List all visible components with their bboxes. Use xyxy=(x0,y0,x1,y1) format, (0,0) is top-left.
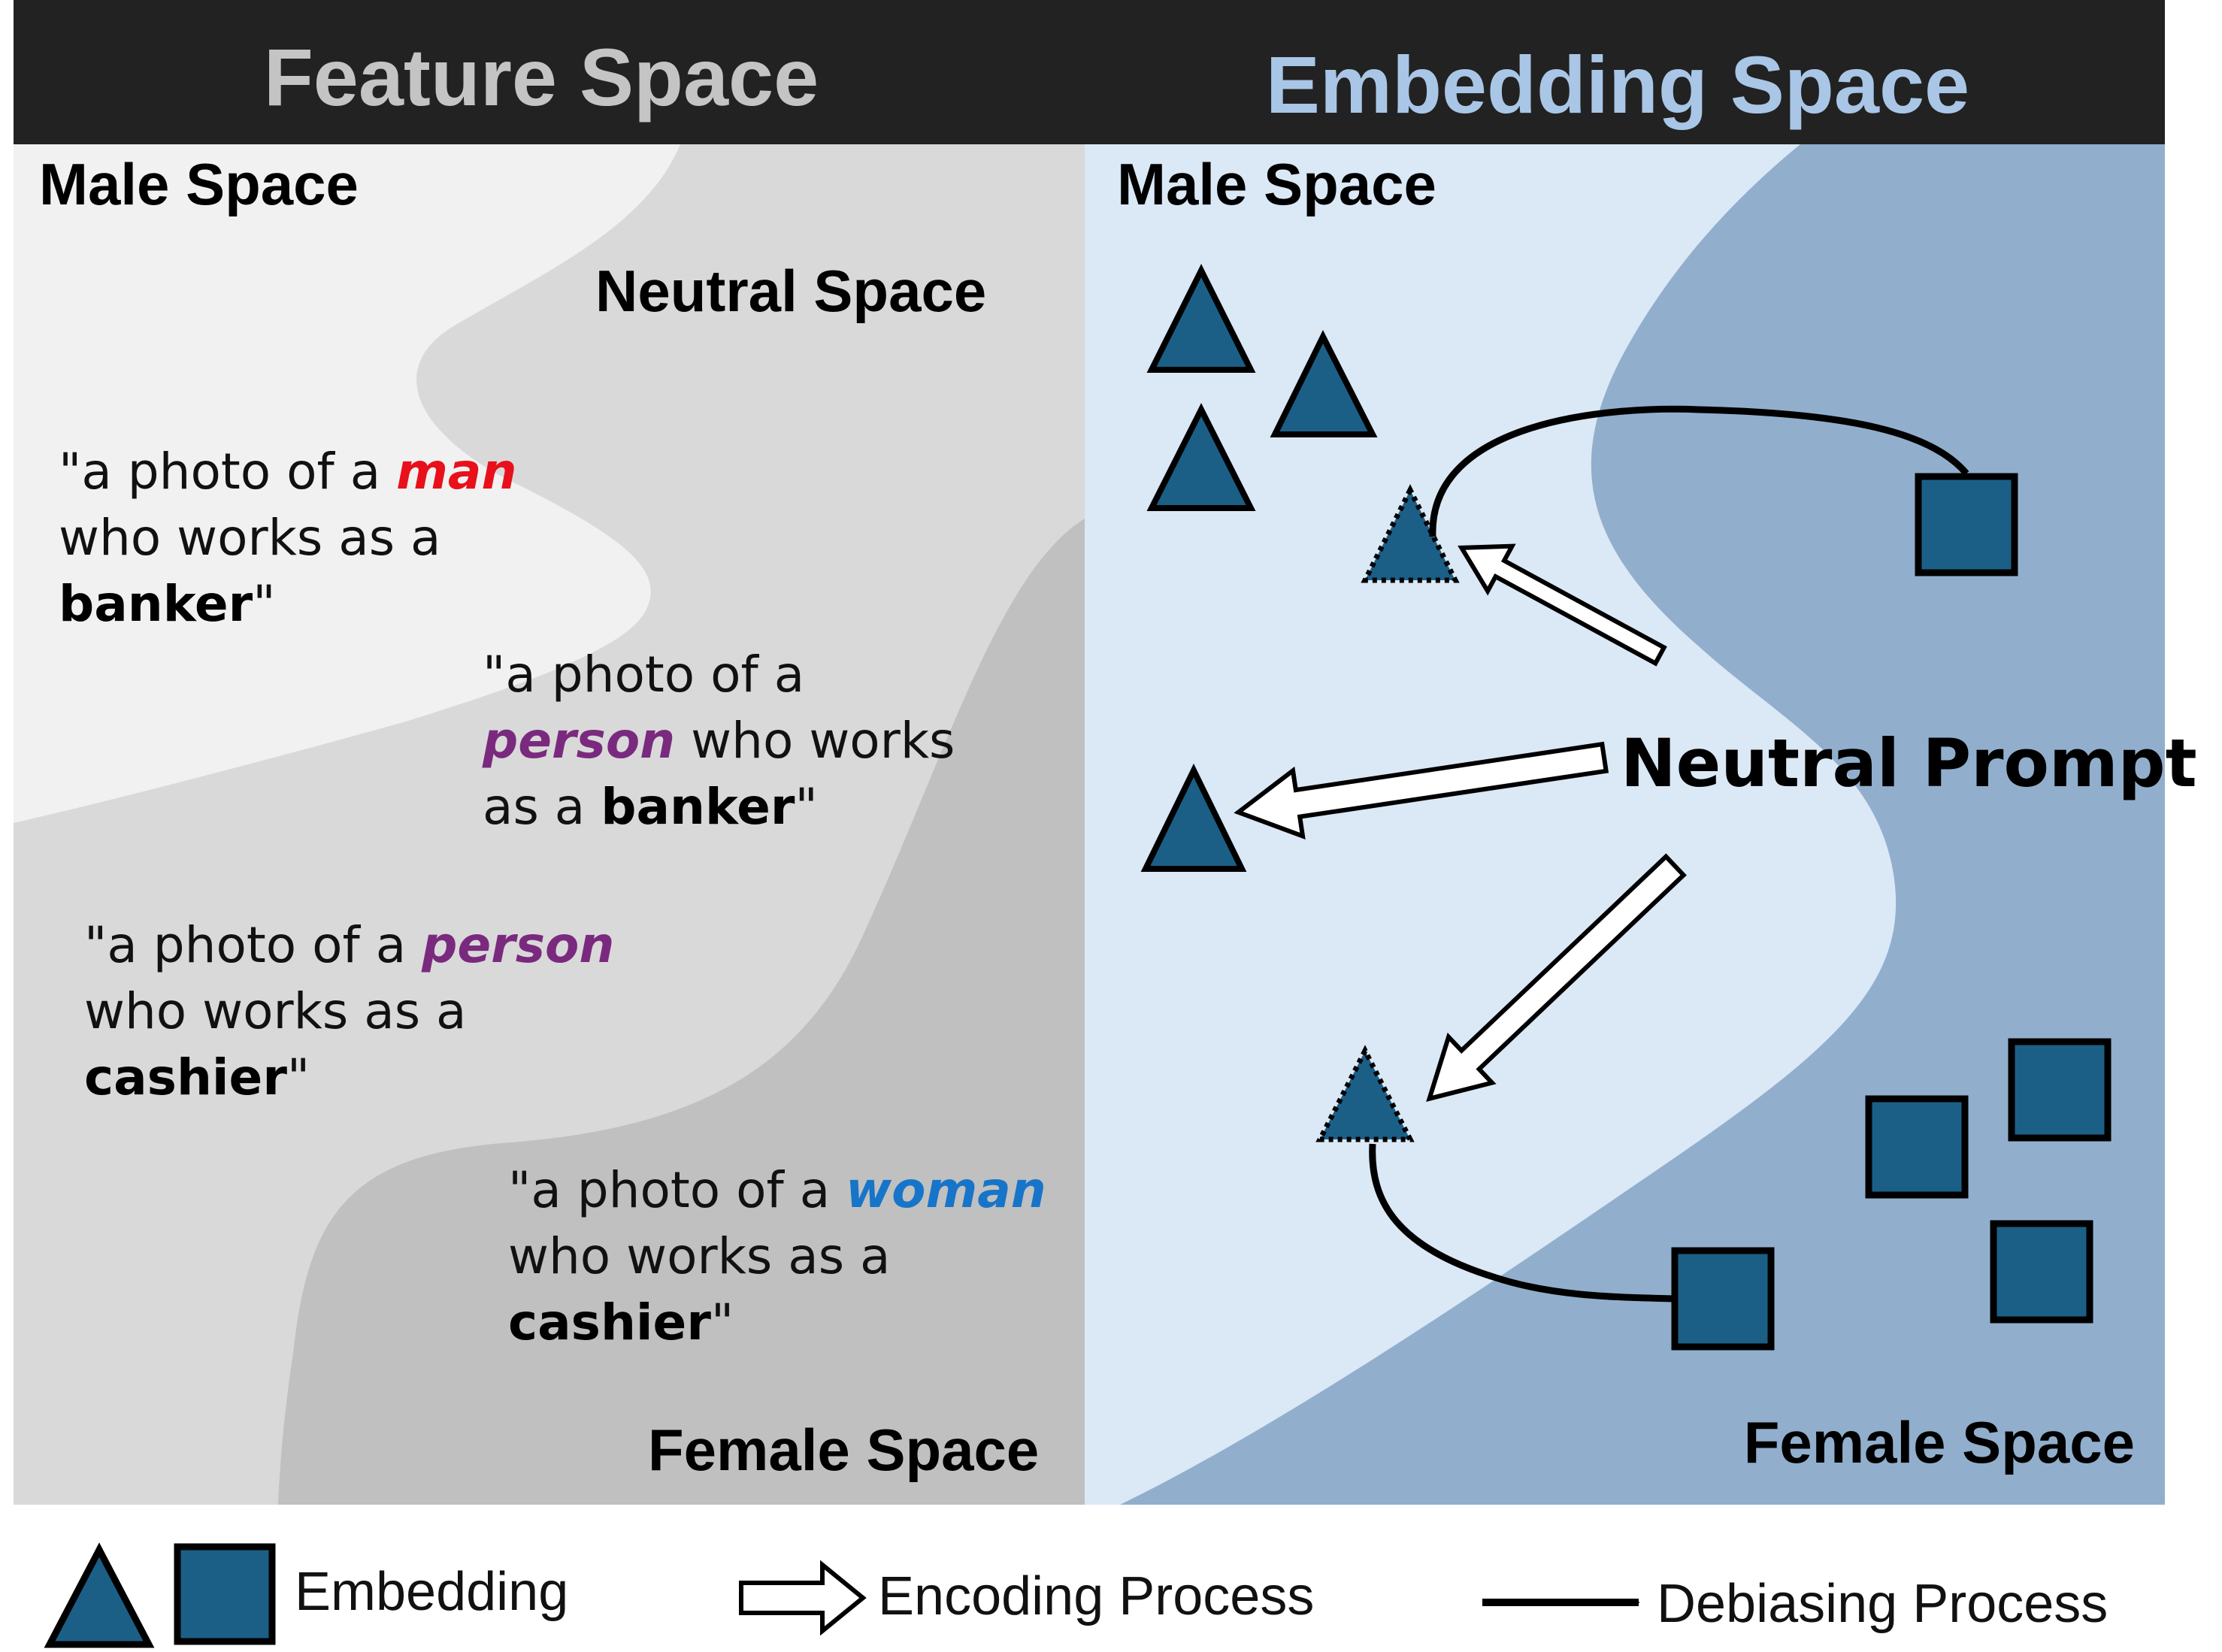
neutral-prompt-label: Neutral Prompt xyxy=(1621,725,2197,802)
male-embedding-triangle xyxy=(1270,330,1378,437)
feature-male-label: Male Space xyxy=(39,151,359,217)
prompt-text-segment: "a photo of a xyxy=(59,443,396,501)
prompt-text-segment: "a photo of a xyxy=(508,1161,846,1219)
legend-debiasing-label: Debiasing Process xyxy=(1657,1574,2108,1634)
feature-space-title: Feature Space xyxy=(264,32,819,123)
prompt-text-segment: "a photo of a xyxy=(84,916,422,974)
prompt-text-segment: cashier xyxy=(84,1048,287,1106)
prompt-text-segment: who works xyxy=(675,712,955,770)
feature-female-region xyxy=(278,519,1085,1505)
prompt-text-segment: man xyxy=(396,443,516,501)
female-embedding-square xyxy=(1915,473,2018,576)
female-embedding-square xyxy=(1865,1095,1969,1199)
prompt-text-segment: as a xyxy=(483,778,601,836)
embedding-female-label: Female Space xyxy=(1744,1409,2135,1475)
feature-neutral-label: Neutral Space xyxy=(595,258,986,324)
prompt-text-segment: who works as a xyxy=(508,1227,891,1285)
prompt-text-segment: " xyxy=(287,1048,310,1106)
male-embedding-triangle xyxy=(1146,403,1256,511)
prompt-text-segment: person xyxy=(421,916,614,974)
prompt-person-banker: "a photo of a person who works as a banker… xyxy=(482,646,955,836)
prompt-text-segment: " xyxy=(711,1293,734,1351)
legend: Embedding Encoding Process Debiasing Pro… xyxy=(44,1542,2108,1648)
legend-square-icon xyxy=(174,1543,276,1645)
legend-triangle-icon xyxy=(44,1542,155,1648)
feature-space-panel: Male Space Neutral Space Female Space "a… xyxy=(14,144,1085,1505)
debiasing-arrow xyxy=(1369,1143,1675,1303)
prompt-text-segment: who works as a xyxy=(84,982,467,1040)
female-embedding-square xyxy=(1990,1220,2093,1324)
female-embedding-square xyxy=(1671,1247,1775,1351)
prompt-text-segment: woman xyxy=(846,1161,1046,1219)
prompt-text-segment: person xyxy=(482,712,675,770)
prompt-man-banker: "a photo of a man who works as a banker" xyxy=(59,443,516,633)
male-embedding-triangle xyxy=(1146,264,1256,373)
legend-hollow-arrow-icon xyxy=(739,1560,867,1636)
legend-encoding-label: Encoding Process xyxy=(878,1566,1314,1626)
prompt-text-segment: cashier xyxy=(508,1293,711,1351)
embedding-space-title: Embedding Space xyxy=(1266,39,1969,130)
encoding-arrow xyxy=(1458,543,1667,667)
prompt-text-segment: " xyxy=(795,778,817,836)
prompt-text-segment: banker xyxy=(601,778,795,836)
biased-male-embedding-triangle xyxy=(1361,484,1460,583)
prompt-text-segment: " xyxy=(253,575,275,633)
feature-male-region xyxy=(14,144,680,823)
prompt-text-segment: "a photo of a xyxy=(483,646,804,703)
prompt-text-segment: who works as a xyxy=(59,509,441,567)
embedding-male-label: Male Space xyxy=(1117,151,1436,217)
encoding-arrow xyxy=(1234,741,1609,840)
feature-female-label: Female Space xyxy=(648,1417,1039,1483)
biased-female-embedding-triangle xyxy=(1315,1045,1415,1142)
prompt-text-segment: banker xyxy=(59,575,253,633)
header-bar xyxy=(14,0,2165,144)
prompt-woman-cashier: "a photo of a woman who works as a cashier… xyxy=(508,1161,1046,1351)
legend-embedding-label: Embedding xyxy=(295,1562,568,1622)
neutral-embedding-triangle xyxy=(1140,763,1247,872)
prompt-person-cashier: "a photo of a person who works as a cashie… xyxy=(84,916,614,1106)
encoding-arrow xyxy=(1426,853,1687,1102)
female-embedding-square xyxy=(2008,1038,2112,1142)
embedding-space-panel: Male Space Female Space Neutral Prompt xyxy=(1085,144,2197,1505)
debiasing-arrow xyxy=(1429,405,1969,537)
